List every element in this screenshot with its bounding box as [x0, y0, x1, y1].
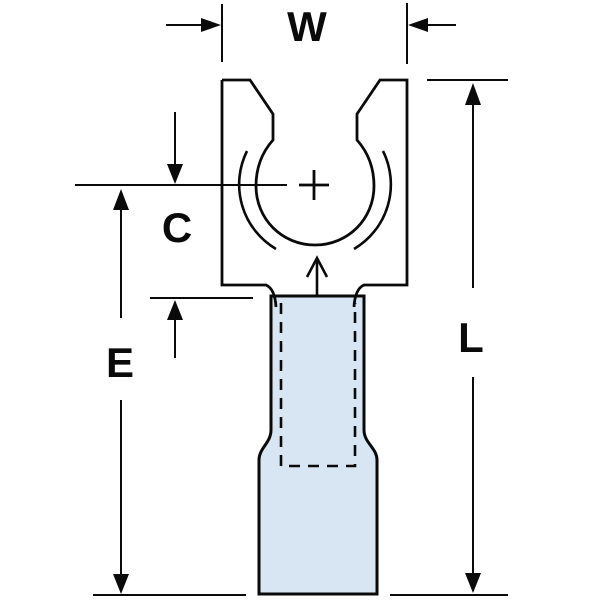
dimension-w [166, 3, 456, 64]
label-w: W [287, 3, 327, 50]
e-arrowhead-up-icon [113, 189, 129, 210]
l-arrowhead-up-icon [465, 83, 481, 105]
dimension-c [75, 112, 287, 358]
c-arrowhead-down-icon [167, 164, 183, 184]
line-art-layer [75, 3, 508, 596]
label-e: E [106, 339, 134, 386]
c-arrowhead-up-icon [167, 300, 183, 320]
label-c: C [162, 204, 192, 251]
e-arrowhead-down-icon [113, 574, 129, 594]
fork-tongue-outline [220, 78, 409, 308]
insulation-sleeve-outline [257, 294, 379, 596]
locking-spring-arc-left [237, 150, 277, 251]
stud-center-mark-icon [299, 170, 329, 200]
l-arrowhead-down-icon [465, 573, 481, 593]
label-l: L [458, 314, 484, 361]
locking-spring-arc-right [353, 150, 393, 251]
stud-insert-arrow-head [305, 255, 329, 278]
w-arrowhead-left-icon [201, 18, 221, 32]
wire-barrel-hidden-outline [279, 303, 357, 468]
stud-insert-arrow-icon [305, 255, 329, 296]
dimension-e [93, 189, 246, 596]
w-arrowhead-right-icon [408, 18, 428, 32]
dimension-labels: W C E L [106, 3, 484, 386]
dimension-l [390, 79, 508, 596]
insulation-sleeve [257, 294, 379, 596]
